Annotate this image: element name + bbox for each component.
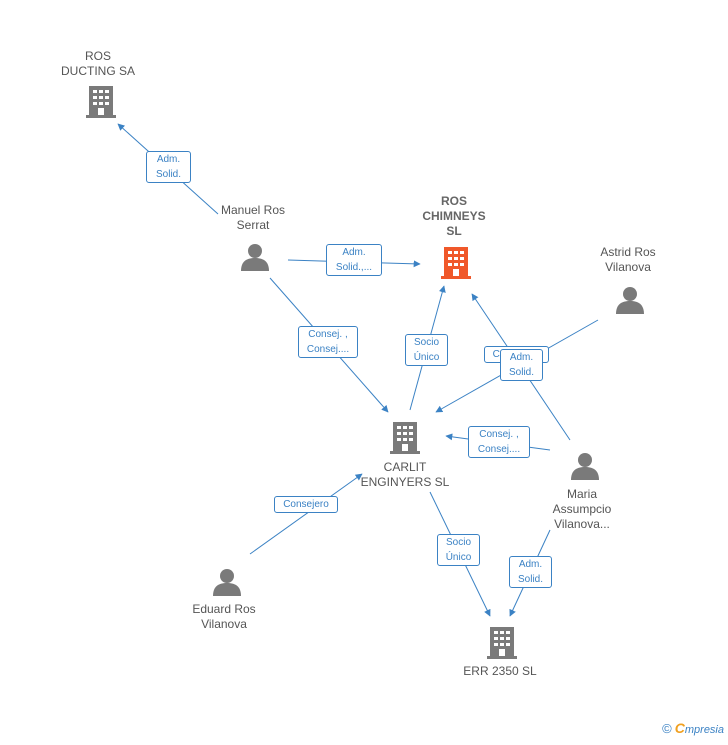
brand-name: mpresia <box>684 724 724 736</box>
person-label-astrid[interactable]: Astrid Ros Vilanova <box>600 245 656 274</box>
edge-label-maria-err[interactable]: Adm. Solid. <box>509 556 552 588</box>
edge-eduard-carlit <box>249 473 363 555</box>
edge-label-eduard-carlit[interactable]: Consejero <box>274 496 338 513</box>
edge-label-manuel-carlit[interactable]: Consej. , Consej.... <box>298 326 358 358</box>
company-label-carlit[interactable]: CARLIT ENGINYERS SL <box>360 460 450 489</box>
person-label-eduard[interactable]: Eduard Ros Vilanova <box>192 602 256 631</box>
edge-label-maria-carlit[interactable]: Consej. , Consej.... <box>468 426 530 458</box>
person-icon[interactable] <box>616 287 644 314</box>
edge-label-maria-chimneys[interactable]: Adm. Solid. <box>500 349 543 381</box>
edge-label-carlit-err[interactable]: Socio Único <box>437 534 480 566</box>
building-icon[interactable] <box>86 86 116 118</box>
person-icon[interactable] <box>241 244 269 271</box>
copyright-symbol: © <box>662 721 672 736</box>
company-label-ros-ducting[interactable]: ROS DUCTING SA <box>60 49 135 78</box>
company-label-err2350[interactable]: ERR 2350 SL <box>463 664 537 678</box>
building-icon[interactable] <box>441 247 471 279</box>
building-icon[interactable] <box>390 422 420 454</box>
edge-label-carlit-chimneys[interactable]: Socio Único <box>405 334 448 366</box>
footer-brand: © Cmpresia <box>662 720 724 736</box>
company-label-ros-chimneys[interactable]: ROS CHIMNEYS SL <box>422 194 486 238</box>
edge-label-manuel-chimneys[interactable]: Adm. Solid.,... <box>326 244 382 276</box>
building-icon[interactable] <box>487 627 517 659</box>
brand-initial: C <box>674 720 685 736</box>
person-label-maria[interactable]: Maria Assumpcio Vilanova... <box>552 487 612 531</box>
person-icon[interactable] <box>571 453 599 480</box>
edge-label-manuel-ducting[interactable]: Adm. Solid. <box>146 151 191 183</box>
person-icon[interactable] <box>213 569 241 596</box>
person-label-manuel[interactable]: Manuel Ros Serrat <box>220 203 286 232</box>
